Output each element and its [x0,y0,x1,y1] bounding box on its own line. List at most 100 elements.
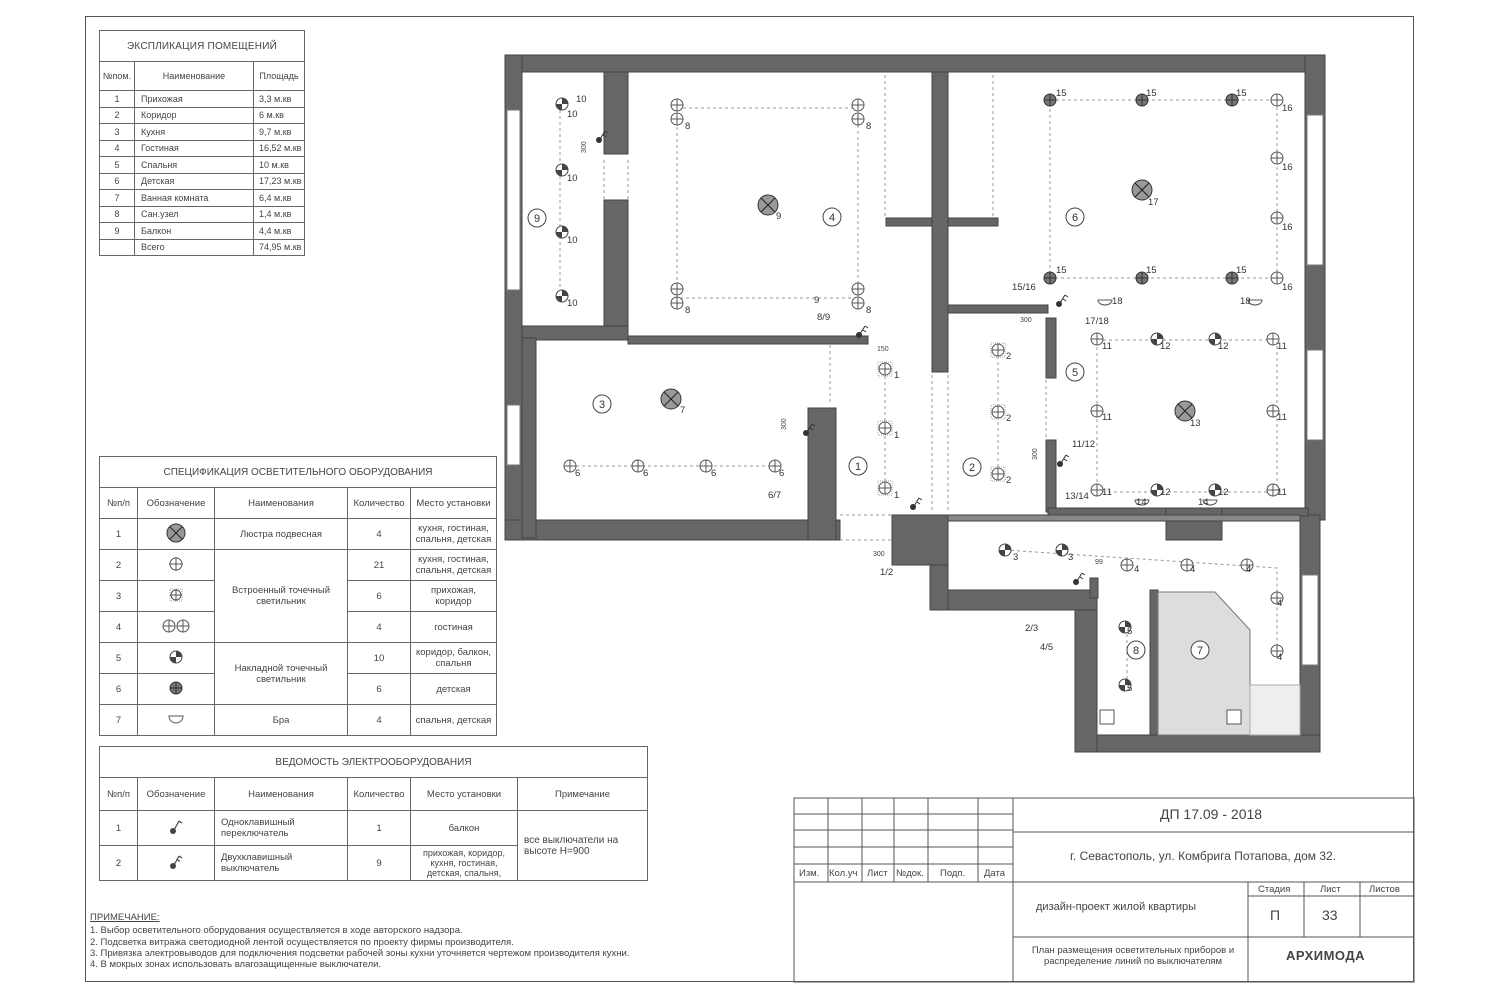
washer [1226,709,1242,725]
stamp-sheets-label: Листов [1369,884,1400,895]
equipment-header-place: Место установки [410,777,518,811]
spec-header-num: №п/п [99,487,138,519]
fixture-label: 11 [1277,487,1287,498]
equipment-qty: 9 [347,845,411,881]
spec-qty: 6 [347,580,411,612]
room-number: 6 [1072,212,1078,224]
notes-block: ПРИМЕЧАНИЕ: 1. Выбор осветительного обор… [90,912,629,970]
fixture-label: 11 [1102,487,1112,498]
surface-spot-icon [137,642,215,674]
fixture-label: 15 [1236,265,1247,276]
fixture-label: 2 [1006,351,1011,362]
spec-place: спальня, детская [410,704,497,736]
fixture-label: 10 [567,235,578,246]
fixture-label: 15 [1236,88,1247,99]
fixture-label: 8/9 [817,312,830,323]
fixture-label: 12 [1218,487,1229,498]
dimension-label: 300 [781,418,788,430]
fixture-label: 1 [894,370,899,381]
fixture-label: 12 [1218,341,1229,352]
equipment-name: Одноклавишный переключатель [214,810,348,846]
fixture-label: 12 [1160,341,1171,352]
fixture-label: 7 [680,405,685,416]
fixture-label: 16 [1282,282,1293,293]
spec-num: 2 [99,549,138,581]
fixture-label: 2 [1006,413,1011,424]
recessed-spot-icon [137,549,215,581]
fixture-label: 11 [1102,341,1112,352]
equipment-row: 1 Одноклавишный переключатель 1 балкон в… [99,810,648,881]
fixture-label: 13 [1190,418,1201,429]
equipment-num: 2 [99,845,138,881]
fixture-label: 1/2 [880,567,893,578]
stamp-col-list: Лист [867,868,888,879]
fixture-label: 15 [1056,265,1067,276]
fixture-label: 10 [567,173,578,184]
fixture-label: 16 [1282,222,1293,233]
stamp-sheet: 33 [1322,907,1338,923]
fixture-label: 10 [567,298,578,309]
fixture-label: 14 [1136,497,1147,508]
fixture-label: 15/16 [1012,282,1036,293]
fixture-label: 14 [1198,497,1209,508]
dimension-label: 300 [581,141,588,153]
dimension-labels: 300 300 300 300 300 150 99 [581,141,1103,566]
fixture-label: 10 [576,94,587,105]
stamp-code: ДП 17.09 - 2018 [1160,806,1263,822]
fixture-label: 4 [1277,652,1282,663]
spec-name: Бра [214,704,348,736]
fixture-label: 8 [685,121,690,132]
stamp-sheet-title: План размещения осветительных приборов и… [1031,945,1235,967]
explication-area: 17,23 м.кв [253,172,305,190]
equipment-title: ВЕДОМОСТЬ ЭЛЕКТРООБОРУДОВАНИЯ [99,746,648,778]
dimension-label: 300 [1032,448,1039,460]
fixture-label: 3 [1068,552,1073,563]
stamp-col-izm: Изм. [799,868,820,879]
lighting-spec-table: СПЕЦИФИКАЦИЯ ОСВЕТИТЕЛЬНОГО ОБОРУДОВАНИЯ… [99,456,497,736]
fixture-label: 1 [894,430,899,441]
fixture-label: 9 [814,295,819,306]
notes-title: ПРИМЕЧАНИЕ: [90,912,160,923]
toilet [1099,709,1115,725]
fixture-label: 4/5 [1040,642,1053,653]
fixture-label: 11 [1277,412,1287,423]
sconce-icon [137,704,215,736]
spec-place: коридор, балкон, спальня [410,642,497,674]
note-item: 4. В мокрых зонах использовать влагозащи… [90,959,382,971]
drawing-frame [85,16,1414,982]
fixture-label: 6/7 [768,490,781,501]
spec-qty: 4 [347,611,411,643]
fixture-label: 12 [1160,487,1171,498]
fixture-label: 15 [1146,265,1157,276]
fixture-label: 4 [1246,564,1251,575]
equipment-header-symbol: Обозначение [137,777,215,811]
stamp-stage-label: Стадия [1258,884,1291,895]
fixture-label: 6 [643,468,648,479]
room-number: 1 [855,461,861,473]
room-number: 9 [534,213,540,225]
fixture-label: 9 [776,211,781,222]
spec-num: 3 [99,580,138,612]
fixture-label: 11/12 [1072,439,1095,450]
note-item: 2. Подсветка витража светодиодной лентой… [90,936,514,948]
fixture-label: 11 [1277,341,1287,352]
fixture-label: 8 [685,305,690,316]
stamp-project: дизайн-проект жилой квартиры [1036,901,1197,913]
spec-place: гостиная [410,611,497,643]
spec-row: 2 Встроенный точечный светильник 21 кухн… [99,549,497,643]
dimension-label: 300 [1020,317,1032,324]
equipment-name: Двухклавишный выключатель [214,845,348,881]
fixture-label: 4 [1134,564,1139,575]
spec-qty: 4 [347,704,411,736]
explication-header-num: №пом. [99,61,135,91]
fixture-label: 1 [894,490,899,501]
spec-row: 3 6 прихожая, коридор [99,580,497,612]
room-number: 5 [1072,367,1078,379]
spec-header-qty: Количество [347,487,411,519]
windows [506,109,1324,666]
fixture-label: 2/3 [1025,623,1038,634]
